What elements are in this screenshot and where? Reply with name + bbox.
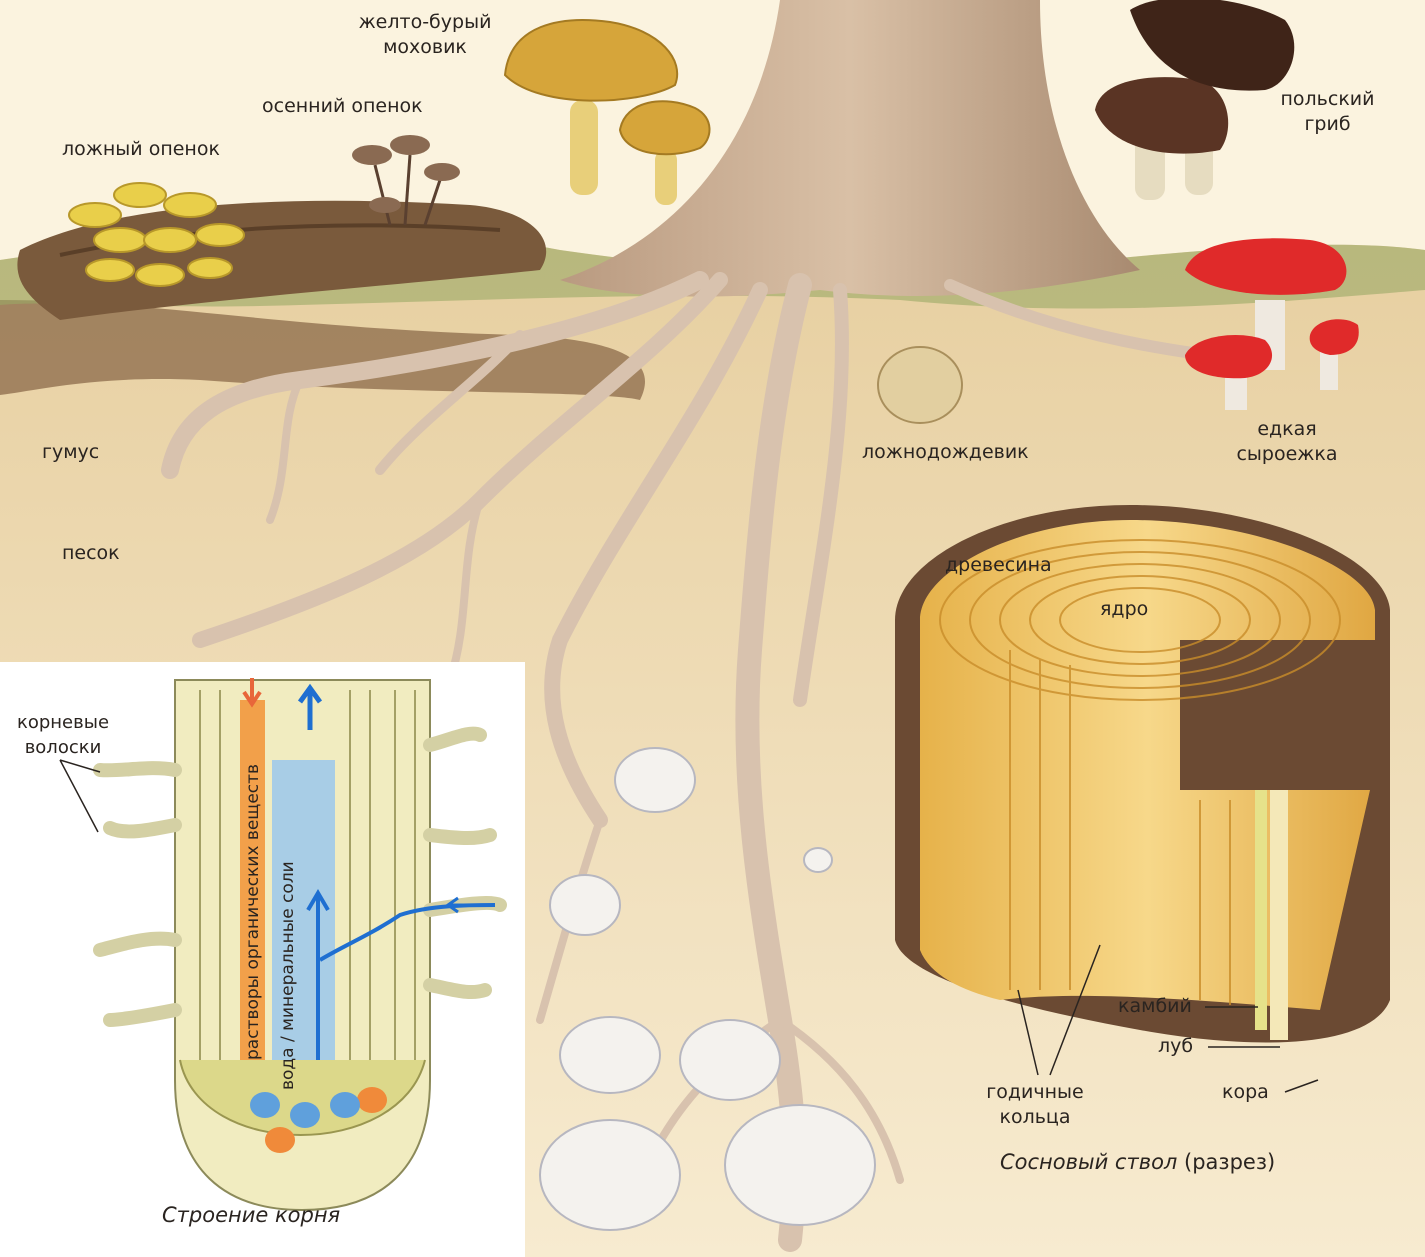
caption-root-structure: Строение корня: [162, 1203, 340, 1227]
label-false-honey-fungus: ложный опенок: [62, 137, 220, 162]
label-phloem: луб: [1158, 1034, 1193, 1059]
label-polish-mushroom: польский гриб: [1270, 87, 1385, 137]
label-sand: песок: [62, 541, 120, 566]
label-humus: гумус: [42, 440, 99, 465]
water-minerals-label: вода / минеральные соли: [278, 861, 298, 1090]
label-root-hairs: корневые волоски: [8, 710, 118, 760]
label-honey-fungus: осенний опенок: [262, 94, 423, 119]
bay-bolete-illustration: [505, 20, 710, 205]
label-wood: древесина: [945, 553, 1052, 578]
label-bark: кора: [1222, 1080, 1269, 1105]
label-cambium: камбий: [1118, 994, 1192, 1019]
label-annual-rings: годичные кольца: [975, 1080, 1095, 1130]
earthball-illustration: [878, 347, 962, 423]
caption-pine-trunk-suffix: (разрез): [1177, 1150, 1275, 1174]
label-russula: едкая сыроежка: [1222, 417, 1352, 467]
label-earthball: ложнодождевик: [862, 440, 1029, 465]
root-hair: [100, 768, 175, 770]
caption-pine-trunk-title: Сосновый ствол: [1000, 1150, 1177, 1174]
caption-pine-trunk: Сосновый ствол (разрез): [1000, 1150, 1275, 1174]
label-bay-bolete: желто-бурый моховик: [345, 10, 505, 60]
bay-mushroom-illustration: [1095, 0, 1294, 200]
organic-solutions-label: растворы органических веществ: [243, 764, 263, 1060]
label-heartwood: ядро: [1100, 597, 1148, 622]
